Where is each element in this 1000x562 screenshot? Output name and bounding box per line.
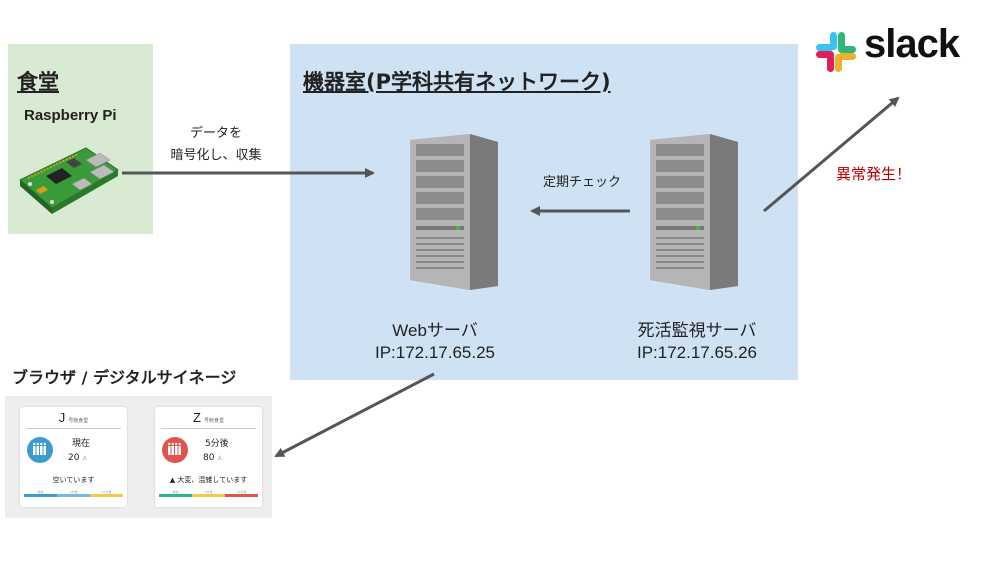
people-icon <box>162 437 188 463</box>
slack-logo-icon <box>816 32 856 72</box>
signage-title: ブラウザ / デジタルサイネージ <box>12 368 237 387</box>
encrypt-note-line1: データを <box>189 126 242 141</box>
web-server-icon <box>410 134 498 290</box>
people-icon <box>27 437 53 463</box>
card-count: 20 人 <box>68 453 87 463</box>
monitor-server-name: 死活監視サーバ <box>637 321 757 340</box>
card-count-unit: 人 <box>82 456 88 462</box>
card-message: 空いています <box>52 476 95 484</box>
card-status: 5分後 <box>205 439 229 449</box>
card-count-value: 80 <box>203 453 215 463</box>
monitor-server-ip: IP:172.17.65.26 <box>636 343 758 362</box>
encrypt-note-line2: 暗号化し、収集 <box>170 148 262 163</box>
slack-wordmark: slack <box>864 22 960 66</box>
card-level-bar <box>24 494 123 497</box>
card-count: 80 人 <box>203 453 222 463</box>
card-status: 現在 <box>72 439 91 449</box>
raspberry-pi-label: Raspberry Pi <box>24 107 117 124</box>
card-sub: 号館食堂 <box>203 418 224 424</box>
encrypt-note: データを 暗号化し、収集 <box>156 123 276 167</box>
web-server-ip: IP:172.17.65.25 <box>374 343 496 362</box>
cafeteria-title: 食堂 <box>17 70 59 94</box>
monitor-server-caption: 死活監視サーバ IP:172.17.65.26 <box>612 320 782 364</box>
alert-note: 異常発生！ <box>836 165 912 183</box>
card-message: ▲ 大変、混雑しています <box>169 476 248 484</box>
web-server-name: Webサーバ <box>392 321 478 340</box>
display-arrow <box>274 372 435 458</box>
card-letter: Z <box>193 410 201 425</box>
card-divider <box>26 428 121 429</box>
server-room-title: 機器室(P学科共有ネットワーク) <box>303 70 611 94</box>
raspberry-pi-board-icon <box>19 147 119 214</box>
monitor-server-icon <box>650 134 738 290</box>
check-note: 定期チェック <box>542 175 621 190</box>
card-divider <box>161 428 256 429</box>
card-count-value: 20 <box>68 453 80 463</box>
web-server-caption: Webサーバ IP:172.17.65.25 <box>350 320 520 364</box>
card-letter: J <box>58 410 66 425</box>
card-count-unit: 人 <box>217 456 223 462</box>
card-level-bar <box>159 494 258 497</box>
cafeteria-area <box>8 44 153 234</box>
card-sub: 号館食堂 <box>68 418 89 424</box>
